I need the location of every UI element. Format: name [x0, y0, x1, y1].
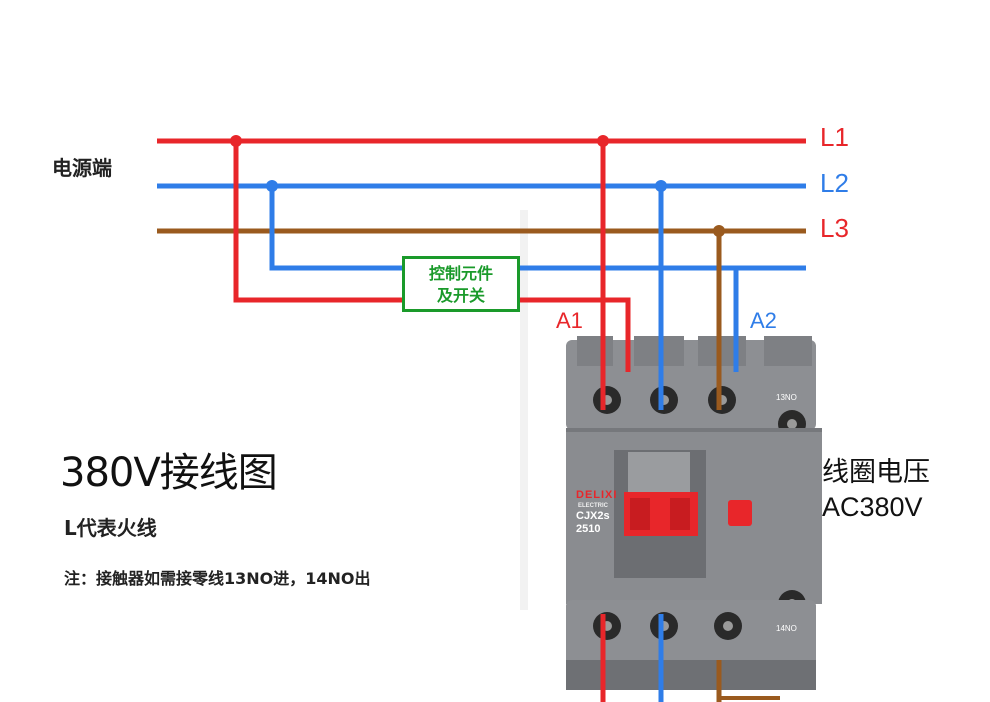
device-brand: DELIXI	[576, 489, 618, 501]
l1-label: L1	[820, 122, 849, 152]
junction-dot	[597, 135, 609, 147]
control-box-line2: 及开关	[436, 286, 485, 305]
device-brand-sub: ELECTRIC	[578, 503, 608, 509]
wire-control-blue	[269, 186, 806, 271]
aux-terminal-13no: 13NO	[776, 393, 797, 402]
coil-voltage-line2: AC380V	[822, 492, 923, 522]
device-model: CJX2s	[576, 510, 610, 522]
junction-dot	[655, 180, 667, 192]
junction-dot	[266, 180, 278, 192]
junction-dot	[230, 135, 242, 147]
contactor-device	[520, 210, 822, 690]
a1-label: A1	[556, 308, 583, 333]
l3-label: L3	[820, 213, 849, 243]
a2-label: A2	[750, 308, 777, 333]
device-rating: 2510	[576, 523, 601, 535]
control-box-line1: 控制元件	[428, 264, 493, 283]
diagram-title: 380V接线图	[60, 450, 278, 496]
power-source-label: 电源端	[52, 156, 112, 180]
aux-terminal-14no: 14NO	[776, 624, 797, 633]
control-switch-box: 控制元件 及开关	[402, 256, 520, 312]
diagram-subtitle: L代表火线	[64, 516, 157, 540]
coil-voltage-line1: 线圈电压	[822, 457, 930, 487]
junction-dot	[713, 225, 725, 237]
diagram-note: 注：接触器如需接零线13NO进，14NO出	[64, 569, 371, 588]
l2-label: L2	[820, 168, 849, 198]
coil-voltage-label: 线圈电压 AC380V	[822, 455, 930, 525]
